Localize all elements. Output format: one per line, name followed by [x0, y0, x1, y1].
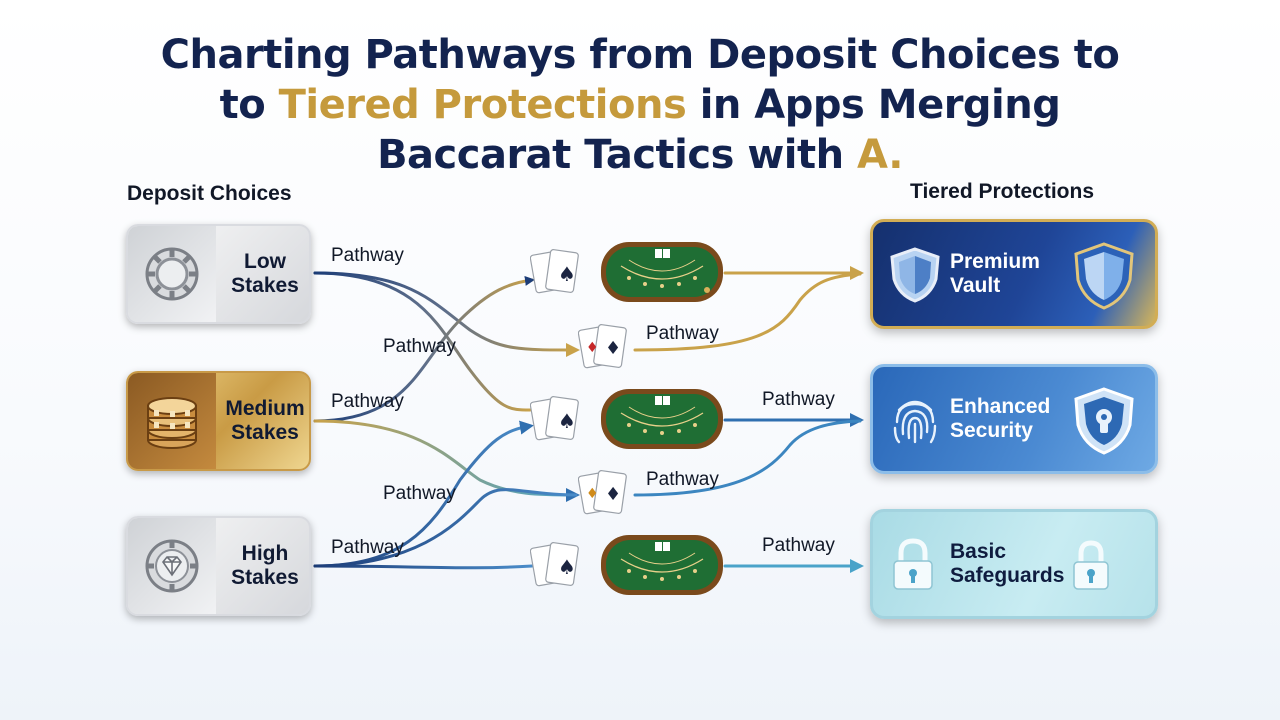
- svg-text:♠: ♠: [558, 409, 576, 433]
- tiered-protections-heading: Tiered Protections: [910, 180, 1094, 203]
- pathway-label: Pathway: [646, 323, 719, 344]
- diamond-chip-icon: [128, 518, 216, 614]
- pathway-label: Pathway: [383, 483, 456, 504]
- pathway-label: Pathway: [331, 537, 404, 558]
- flow-line: [633, 419, 862, 497]
- poker-chip-icon: [128, 226, 216, 322]
- title-highlight-a: A.: [857, 132, 903, 178]
- padlock-icon: [1071, 540, 1111, 597]
- playing-cards-icon: ♠: [529, 540, 582, 595]
- deposit-choices-heading: Deposit Choices: [127, 182, 292, 205]
- flow-line: [313, 271, 580, 357]
- svg-text:♦: ♦: [586, 486, 599, 502]
- pathway-label: Pathway: [762, 389, 835, 410]
- playing-cards-icon: ♦ ♦: [577, 468, 630, 523]
- playing-cards-icon: ♦ ♦: [577, 322, 630, 377]
- title-line-1: Charting Pathways from Deposit Choices t…: [160, 32, 1120, 78]
- keyhole-shield-icon: [1073, 387, 1135, 460]
- title-highlight-tiered: Tiered Protections: [278, 82, 687, 128]
- title-line-3-prefix: Baccarat Tactics with: [377, 132, 858, 178]
- flow-line: [313, 420, 534, 568]
- pathway-label: Pathway: [762, 535, 835, 556]
- baccarat-table-icon: [599, 387, 725, 456]
- padlock-icon: [889, 537, 937, 598]
- svg-text:♦: ♦: [605, 484, 621, 505]
- shield-icon: [889, 247, 941, 308]
- flow-line: [313, 488, 578, 568]
- page-title: Charting Pathways from Deposit Choices t…: [0, 30, 1280, 180]
- svg-text:♦: ♦: [605, 338, 621, 359]
- flow-line: [313, 564, 534, 570]
- svg-text:♦: ♦: [586, 340, 599, 356]
- playing-cards-icon: ♠: [529, 394, 582, 449]
- flow-line: [313, 275, 535, 423]
- chip-stack-icon: [128, 373, 216, 469]
- fingerprint-icon: [889, 392, 941, 453]
- svg-text:♠: ♠: [558, 262, 576, 286]
- title-line-2-prefix: to: [219, 82, 279, 128]
- pathway-label: Pathway: [331, 391, 404, 412]
- shield-icon: [1073, 242, 1135, 315]
- baccarat-table-icon: [599, 240, 725, 309]
- pathway-label: Pathway: [646, 469, 719, 490]
- flow-line: [633, 272, 862, 352]
- pathway-label: Pathway: [383, 336, 456, 357]
- title-line-2-suffix: in Apps Merging: [686, 82, 1061, 128]
- svg-text:♠: ♠: [558, 555, 576, 579]
- pathway-label: Pathway: [331, 245, 404, 266]
- flow-line: [313, 271, 532, 412]
- playing-cards-icon: ♠: [529, 247, 582, 302]
- baccarat-table-icon: [599, 533, 725, 602]
